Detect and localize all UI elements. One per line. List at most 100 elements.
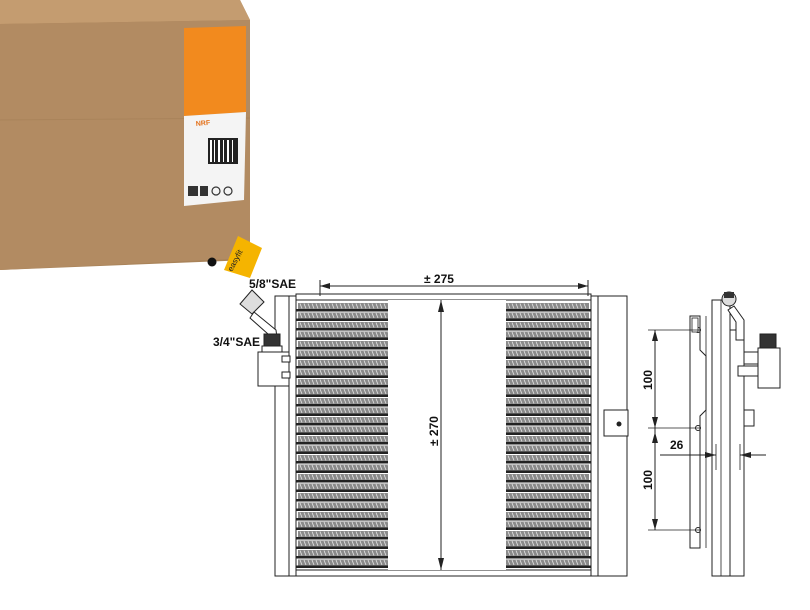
fin-line xyxy=(547,303,551,309)
fin-line xyxy=(339,540,343,547)
fin-line xyxy=(303,303,307,309)
fin-line xyxy=(571,559,575,566)
fin-line xyxy=(383,417,387,423)
fin-line xyxy=(519,312,523,319)
fin-line xyxy=(579,303,583,309)
fin-line xyxy=(303,531,307,537)
fin-line xyxy=(303,322,307,328)
fin-line xyxy=(323,322,327,328)
fin-line xyxy=(507,303,511,309)
fin-line xyxy=(571,369,575,376)
fin-line xyxy=(555,550,559,556)
fin-line xyxy=(359,407,363,414)
fin-line xyxy=(327,407,331,414)
fin-line xyxy=(311,483,315,490)
fin-line xyxy=(339,312,343,319)
fin-line xyxy=(319,360,323,366)
fin-line xyxy=(351,369,355,376)
fin-line xyxy=(555,531,559,537)
fin-line xyxy=(383,502,387,509)
fin-line xyxy=(519,331,523,338)
fin-line xyxy=(331,559,335,566)
fin-line xyxy=(583,559,587,566)
fin-line xyxy=(531,550,535,556)
fin-line xyxy=(335,559,339,566)
fin-line xyxy=(583,493,587,499)
fin-line xyxy=(343,493,347,499)
fin-line xyxy=(307,322,311,328)
fin-line xyxy=(371,455,375,461)
fin-line xyxy=(379,379,383,385)
fin-line xyxy=(307,493,311,499)
fin-line xyxy=(543,445,547,452)
fin-line xyxy=(347,455,351,461)
fin-line xyxy=(303,493,307,499)
fin-line xyxy=(307,559,311,566)
fin-line xyxy=(307,350,311,357)
fin-line xyxy=(535,350,539,357)
fin-line xyxy=(575,521,579,528)
fin-line xyxy=(511,312,515,319)
fin-line xyxy=(351,303,355,309)
fin-line xyxy=(527,331,531,338)
fin-line xyxy=(571,407,575,414)
fin-line xyxy=(347,559,351,566)
fin-line xyxy=(363,550,367,556)
fin-line xyxy=(543,502,547,509)
fin-line xyxy=(547,455,551,461)
fin-line xyxy=(343,550,347,556)
fin-line xyxy=(563,417,567,423)
fin-line xyxy=(311,493,315,499)
fin-line xyxy=(575,455,579,461)
fin-line xyxy=(515,483,519,490)
fin-line xyxy=(363,322,367,328)
fin-line xyxy=(303,550,307,556)
fin-line xyxy=(343,331,347,338)
fin-line xyxy=(531,512,535,518)
fin-line xyxy=(299,379,303,385)
fin-line xyxy=(351,550,355,556)
fin-line xyxy=(355,550,359,556)
fin-line xyxy=(515,445,519,452)
fin-line xyxy=(303,521,307,528)
fin-line xyxy=(523,540,527,547)
fin-line xyxy=(583,407,587,414)
fin-line xyxy=(347,550,351,556)
fin-line xyxy=(379,502,383,509)
fin-line xyxy=(375,512,379,518)
fin-line xyxy=(507,379,511,385)
fin-line xyxy=(383,483,387,490)
fin-line xyxy=(383,550,387,556)
fin-line xyxy=(347,474,351,480)
fin-line xyxy=(583,474,587,480)
fin-line xyxy=(383,369,387,376)
fin-line xyxy=(571,474,575,480)
fin-line xyxy=(579,455,583,461)
fin-line xyxy=(343,417,347,423)
fin-line xyxy=(335,464,339,471)
fin-line xyxy=(519,360,523,366)
fin-line xyxy=(519,417,523,423)
fin-line xyxy=(523,322,527,328)
fin-line xyxy=(335,426,339,433)
fin-line xyxy=(343,512,347,518)
fin-line xyxy=(319,407,323,414)
fin-line xyxy=(379,455,383,461)
fin-line xyxy=(507,493,511,499)
fin-line xyxy=(367,426,371,433)
fin-line xyxy=(379,493,383,499)
fin-line xyxy=(339,379,343,385)
fin-line xyxy=(367,502,371,509)
fin-line xyxy=(371,369,375,376)
fin-line xyxy=(547,540,551,547)
spacing-dimension-lower: 100 xyxy=(641,428,700,531)
fin-line xyxy=(327,379,331,385)
fin-line xyxy=(511,436,515,442)
fin-line xyxy=(311,474,315,480)
fin-line xyxy=(563,483,567,490)
fin-line xyxy=(563,540,567,547)
fin-line xyxy=(307,455,311,461)
fin-line xyxy=(523,379,527,385)
fin-line xyxy=(363,331,367,338)
fin-line xyxy=(319,436,323,442)
